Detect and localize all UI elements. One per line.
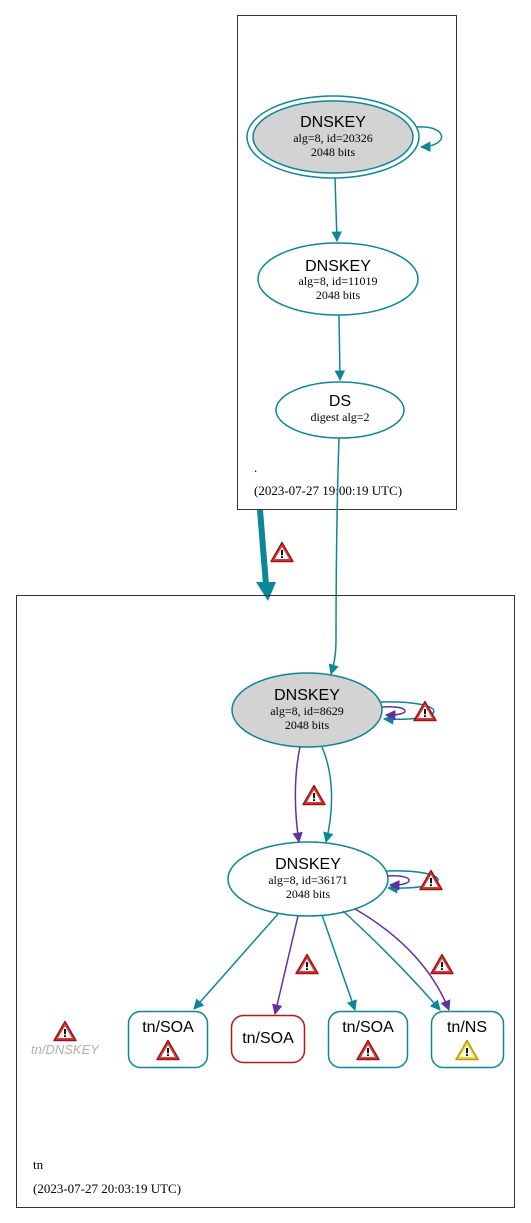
zone-tn-box (16, 595, 515, 1208)
warning-triangle-red-icon[interactable] (430, 953, 454, 975)
edge-tn-ksk-to-zsk-purple (292, 746, 303, 844)
node-title: DNSKEY (274, 687, 340, 704)
node-title: DNSKEY (275, 856, 341, 873)
edge-tn-zsk-to-soa-3 (321, 914, 357, 1011)
node-root-dnskey-zsk[interactable]: DNSKEY alg=8, id=11019 2048 bits (257, 242, 419, 316)
node-detail: 2048 bits (316, 288, 361, 302)
edge-tn-zsk-to-soa-2 (272, 915, 299, 1016)
node-label: tn/SOA (242, 1030, 294, 1047)
node-tn-soa-1[interactable]: tn/SOA (127, 1010, 209, 1069)
node-label: tn/DNSKEY (31, 1042, 100, 1057)
edge-tn-zsk-to-soa-1 (193, 913, 279, 1010)
node-tn-ns[interactable]: tn/NS (430, 1010, 505, 1069)
node-root-ds[interactable]: DS digest alg=2 (275, 381, 405, 439)
node-detail: alg=8, id=20326 (293, 131, 373, 145)
zone-tn: tn (2023-07-27 20:03:19 UTC) (16, 595, 515, 1208)
node-detail: alg=8, id=8629 (270, 704, 344, 718)
warning-triangle-red-icon[interactable] (295, 953, 319, 975)
zone-root-box (237, 15, 457, 510)
node-detail: digest alg=2 (310, 410, 369, 424)
zone-root-timestamp: (2023-07-27 19:00:19 UTC) (254, 483, 402, 498)
edge-tn-zsk-self-signature-teal (385, 870, 439, 894)
zone-tn-name: tn (33, 1157, 44, 1172)
warning-triangle-red-icon[interactable] (53, 1020, 77, 1042)
node-label: tn/SOA (342, 1019, 394, 1036)
node-label: tn/NS (447, 1019, 487, 1036)
node-detail: 2048 bits (286, 887, 331, 901)
node-root-dnskey-ksk[interactable]: DNSKEY alg=8, id=20326 2048 bits (246, 95, 420, 179)
edge-root-ksk-to-zsk (331, 177, 342, 243)
node-title: DS (329, 393, 351, 410)
edge-ds-to-tn-ksk (328, 437, 340, 676)
edge-tn-zsk-to-ns-teal (342, 910, 441, 1011)
edge-root-zsk-to-ds (334, 314, 346, 382)
node-tn-dnskey-nonexistent[interactable]: tn/DNSKEY (31, 1020, 100, 1058)
zone-tn-timestamp: (2023-07-27 20:03:19 UTC) (33, 1181, 181, 1196)
zone-root: . (2023-07-27 19:00:19 UTC) (237, 15, 457, 510)
warning-triangle-red-icon[interactable] (270, 541, 294, 563)
edge-tn-ksk-self-signature-teal (380, 701, 435, 725)
edge-tn-ksk-self-signature-purple (381, 706, 406, 721)
node-label: tn/SOA (142, 1019, 194, 1036)
node-tn-soa-3[interactable]: tn/SOA (327, 1010, 409, 1069)
edge-root-ksk-self-signature (416, 126, 443, 152)
zone-root-name: . (254, 460, 257, 475)
node-title: DNSKEY (300, 114, 366, 131)
node-detail: 2048 bits (311, 145, 356, 159)
edge-tn-zsk-self-signature-purple (386, 875, 410, 891)
node-detail: alg=8, id=11019 (298, 274, 377, 288)
node-tn-soa-2[interactable]: tn/SOA (230, 1014, 306, 1064)
node-tn-dnskey-zsk[interactable]: DNSKEY alg=8, id=36171 2048 bits (227, 841, 389, 917)
node-detail: alg=8, id=36171 (268, 873, 348, 887)
node-title: DNSKEY (305, 258, 371, 275)
warning-triangle-red-icon[interactable] (302, 784, 326, 806)
node-detail: 2048 bits (285, 718, 330, 732)
node-tn-dnskey-ksk[interactable]: DNSKEY alg=8, id=8629 2048 bits (231, 672, 383, 748)
delegation-arrow (256, 509, 276, 601)
edge-tn-zsk-to-ns-purple (354, 908, 451, 1011)
edge-tn-ksk-to-zsk-teal (321, 746, 334, 844)
